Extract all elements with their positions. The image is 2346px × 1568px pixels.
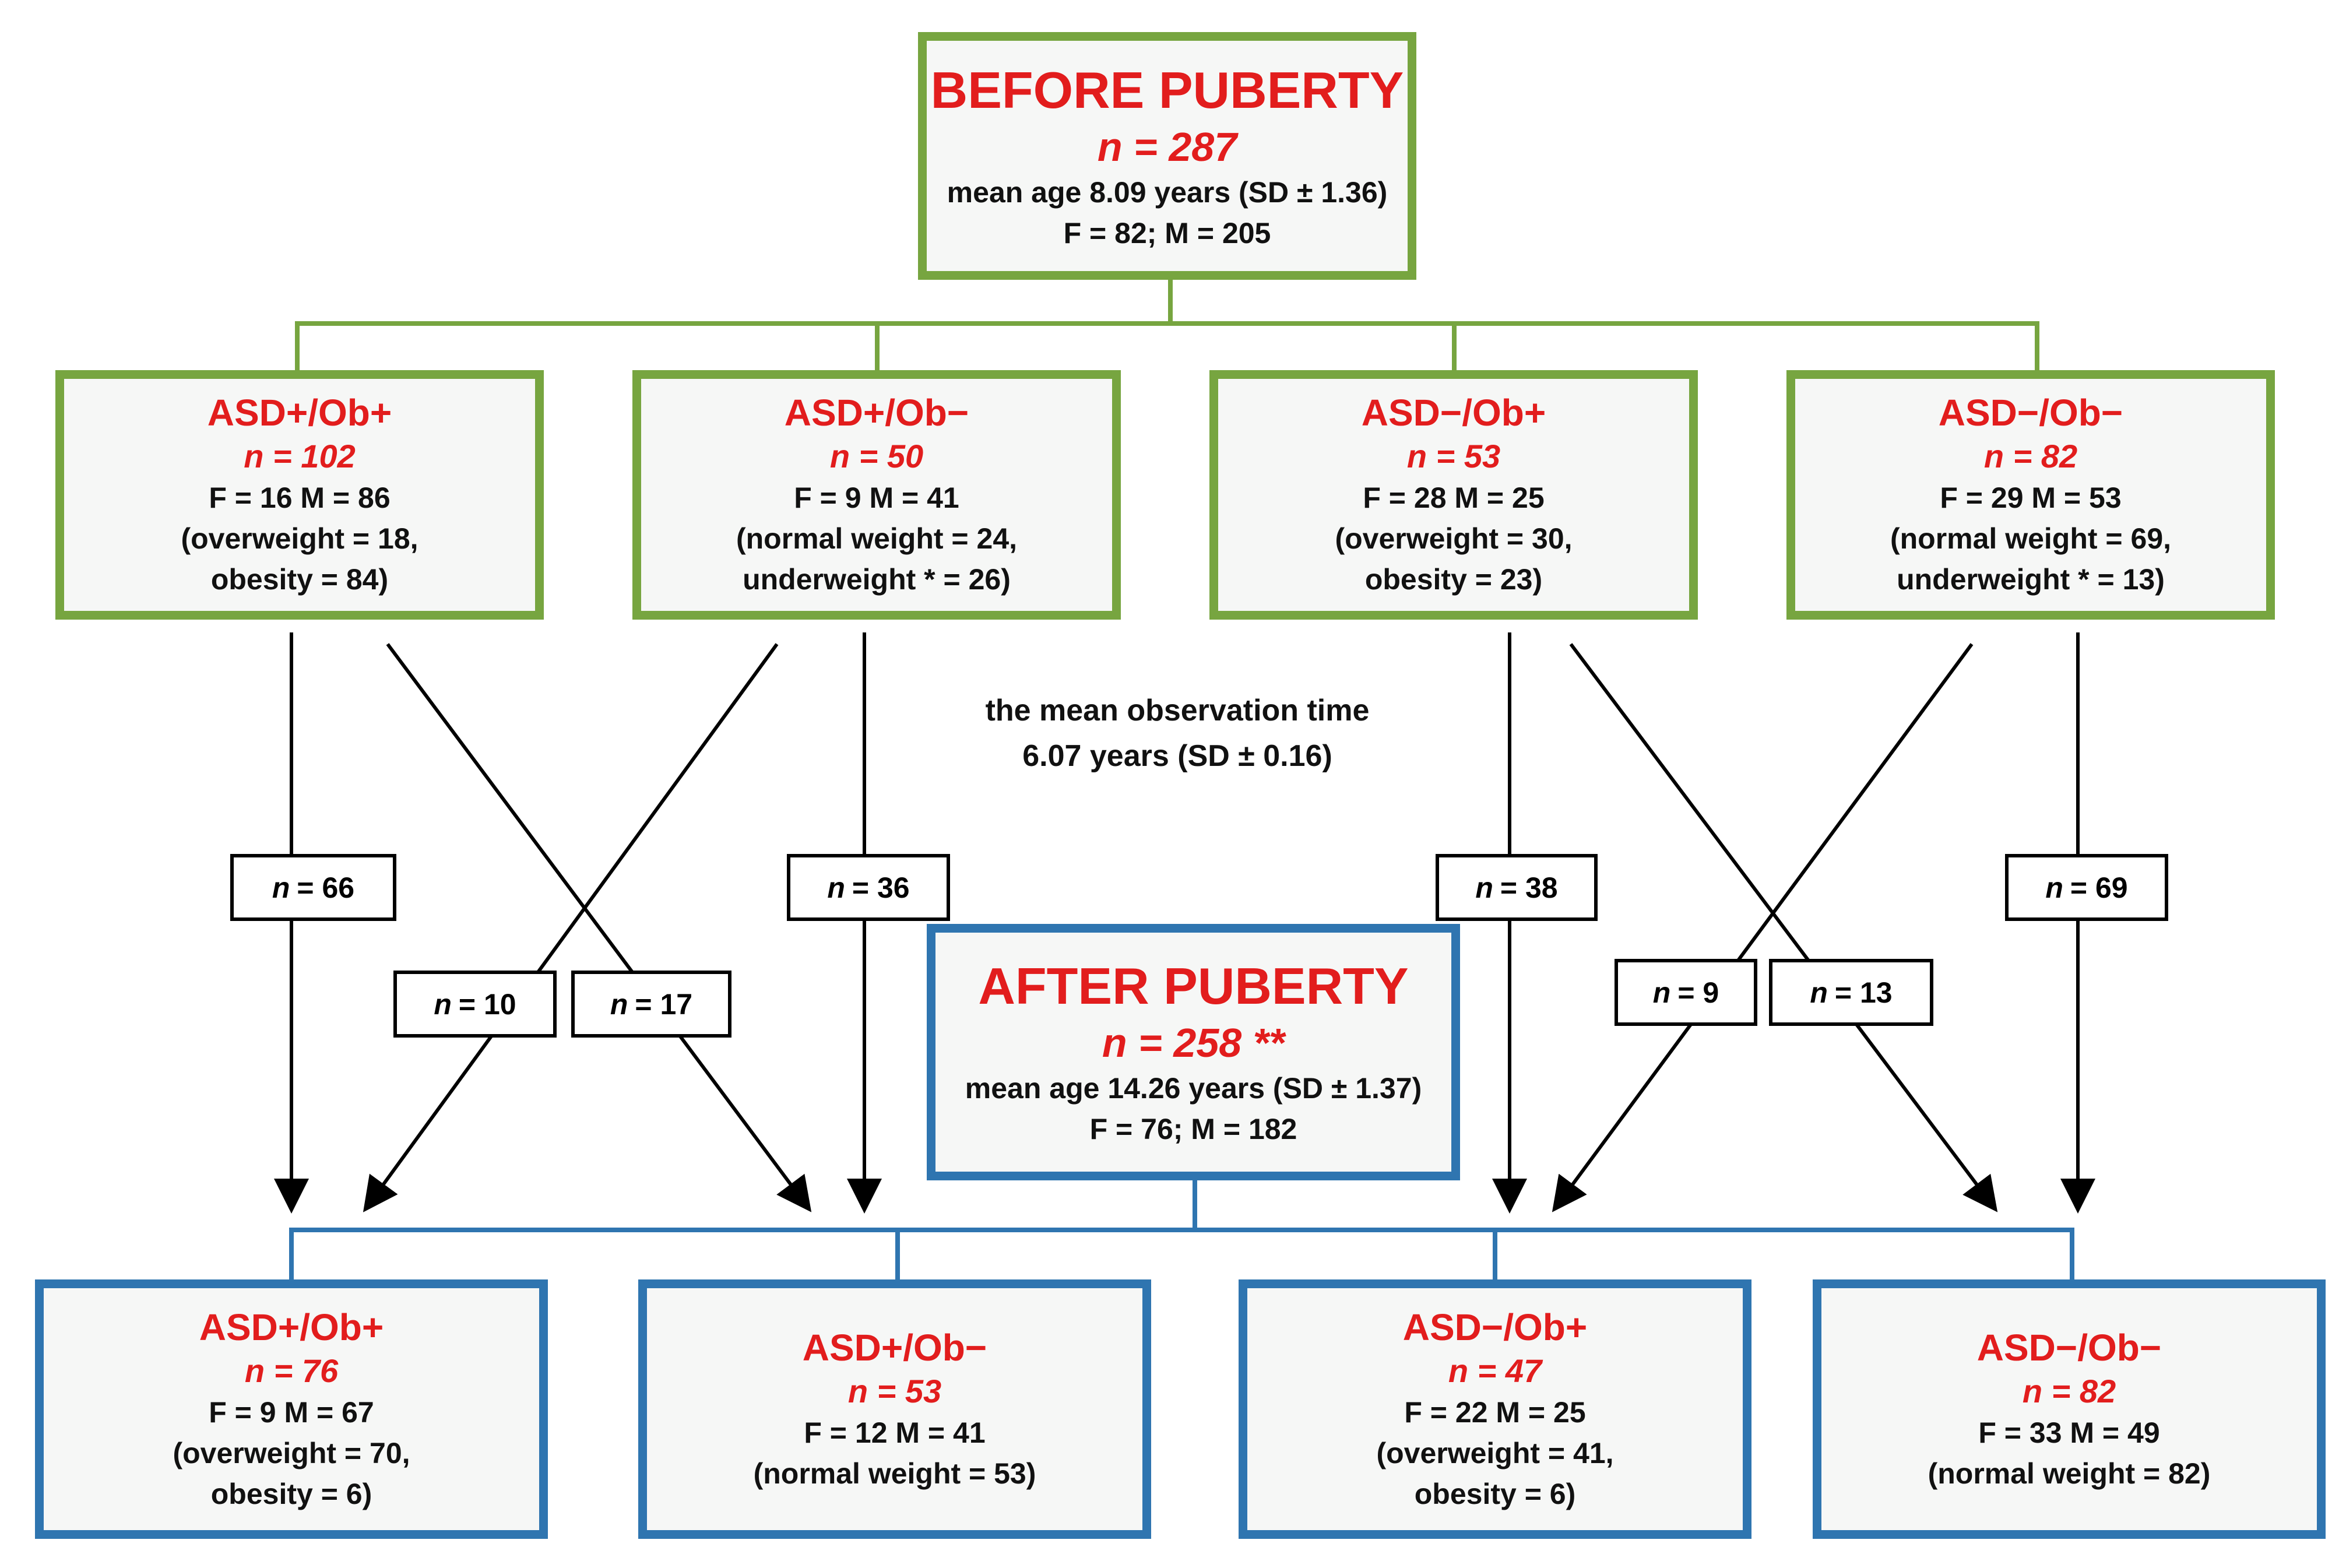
before-puberty-age: mean age 8.09 years (SD ± 1.36) bbox=[947, 175, 1388, 209]
group-weight-1: (overweight = 41, bbox=[1376, 1436, 1614, 1469]
before-group-asdm-obm: ASD−/Ob− n = 82 F = 29 M = 53 (normal we… bbox=[1786, 370, 2275, 620]
after-puberty-sex: F = 76; M = 182 bbox=[1089, 1113, 1297, 1145]
transition-count: n= 38 bbox=[1436, 854, 1598, 921]
group-weight-1: (overweight = 30, bbox=[1335, 522, 1573, 555]
group-n: n = 53 bbox=[1406, 438, 1501, 474]
transition-count: n= 17 bbox=[571, 971, 731, 1038]
group-title: ASD+/Ob− bbox=[784, 392, 969, 434]
observation-note: the mean observation time 6.07 years (SD… bbox=[944, 688, 1411, 779]
group-weight-1: (normal weight = 69, bbox=[1890, 522, 2172, 555]
after-group-asdp-obm: ASD+/Ob− n = 53 F = 12 M = 41 (normal we… bbox=[638, 1279, 1151, 1539]
group-weight-1: (normal weight = 82) bbox=[1928, 1457, 2211, 1490]
before-puberty-box: BEFORE PUBERTY n = 287 mean age 8.09 yea… bbox=[918, 32, 1416, 280]
group-sex: F = 12 M = 41 bbox=[804, 1416, 986, 1449]
group-n: n = 53 bbox=[847, 1372, 942, 1409]
observation-line-1: the mean observation time bbox=[985, 694, 1370, 727]
before-puberty-sex: F = 82; M = 205 bbox=[1063, 216, 1271, 249]
transition-count: n= 36 bbox=[787, 854, 950, 921]
after-group-asdm-obm: ASD−/Ob− n = 82 F = 33 M = 49 (normal we… bbox=[1813, 1279, 2326, 1539]
before-tree-lines bbox=[295, 280, 2039, 370]
group-n: n = 82 bbox=[2022, 1372, 2116, 1409]
transition-count: n= 10 bbox=[393, 971, 557, 1038]
after-puberty-n: n = 258 ** bbox=[1102, 1020, 1285, 1066]
before-group-asdp-obp: ASD+/Ob+ n = 102 F = 16 M = 86 (overweig… bbox=[55, 370, 544, 620]
group-sex: F = 29 M = 53 bbox=[1940, 481, 2122, 514]
group-sex: F = 9 M = 41 bbox=[794, 481, 959, 514]
before-puberty-title: BEFORE PUBERTY bbox=[930, 61, 1404, 119]
group-title: ASD−/Ob+ bbox=[1361, 392, 1546, 434]
group-n: n = 76 bbox=[244, 1352, 339, 1389]
before-group-asdp-obm: ASD+/Ob− n = 50 F = 9 M = 41 (normal wei… bbox=[632, 370, 1121, 620]
transition-count: n= 13 bbox=[1769, 959, 1933, 1026]
group-n: n = 82 bbox=[1983, 438, 2078, 474]
group-sex: F = 33 M = 49 bbox=[1978, 1416, 2160, 1449]
after-group-asdp-obp: ASD+/Ob+ n = 76 F = 9 M = 67 (overweight… bbox=[35, 1279, 548, 1539]
after-group-asdm-obp: ASD−/Ob+ n = 47 F = 22 M = 25 (overweigh… bbox=[1239, 1279, 1751, 1539]
group-weight-2: underweight * = 13) bbox=[1897, 563, 2165, 596]
group-title: ASD+/Ob+ bbox=[207, 392, 392, 434]
group-weight-1: (normal weight = 24, bbox=[736, 522, 1018, 555]
group-weight-1: (overweight = 70, bbox=[173, 1436, 410, 1469]
group-weight-2: underweight * = 26) bbox=[743, 563, 1011, 596]
group-n: n = 102 bbox=[244, 438, 356, 474]
before-group-asdm-obp: ASD−/Ob+ n = 53 F = 28 M = 25 (overweigh… bbox=[1209, 370, 1698, 620]
group-title: ASD−/Ob+ bbox=[1402, 1306, 1588, 1348]
after-puberty-age: mean age 14.26 years (SD ± 1.37) bbox=[965, 1072, 1422, 1105]
after-tree-lines bbox=[289, 1180, 2074, 1279]
before-puberty-n: n = 287 bbox=[1097, 124, 1237, 170]
group-weight-2: obesity = 6) bbox=[1414, 1477, 1576, 1510]
observation-line-2: 6.07 years (SD ± 0.16) bbox=[1022, 739, 1332, 773]
group-sex: F = 9 M = 67 bbox=[209, 1395, 374, 1429]
transition-count: n= 9 bbox=[1615, 959, 1757, 1026]
group-sex: F = 28 M = 25 bbox=[1363, 481, 1545, 514]
group-sex: F = 16 M = 86 bbox=[209, 481, 391, 514]
after-puberty-title: AFTER PUBERTY bbox=[978, 957, 1409, 1015]
transition-count: n= 69 bbox=[2005, 854, 2168, 921]
group-n: n = 47 bbox=[1448, 1352, 1542, 1389]
group-weight-2: obesity = 84) bbox=[210, 563, 389, 596]
transition-count: n= 66 bbox=[230, 854, 396, 921]
group-sex: F = 22 M = 25 bbox=[1404, 1395, 1586, 1429]
group-weight-1: (overweight = 18, bbox=[181, 522, 418, 555]
after-puberty-box: AFTER PUBERTY n = 258 ** mean age 14.26 … bbox=[927, 924, 1460, 1180]
group-title: ASD−/Ob− bbox=[1938, 392, 2123, 434]
group-weight-2: obesity = 23) bbox=[1364, 563, 1543, 596]
group-title: ASD+/Ob− bbox=[802, 1326, 987, 1369]
group-weight-1: (normal weight = 53) bbox=[753, 1457, 1036, 1490]
group-title: ASD−/Ob− bbox=[1976, 1326, 2162, 1369]
group-n: n = 50 bbox=[829, 438, 924, 474]
group-title: ASD+/Ob+ bbox=[199, 1306, 384, 1348]
group-weight-2: obesity = 6) bbox=[210, 1477, 372, 1510]
